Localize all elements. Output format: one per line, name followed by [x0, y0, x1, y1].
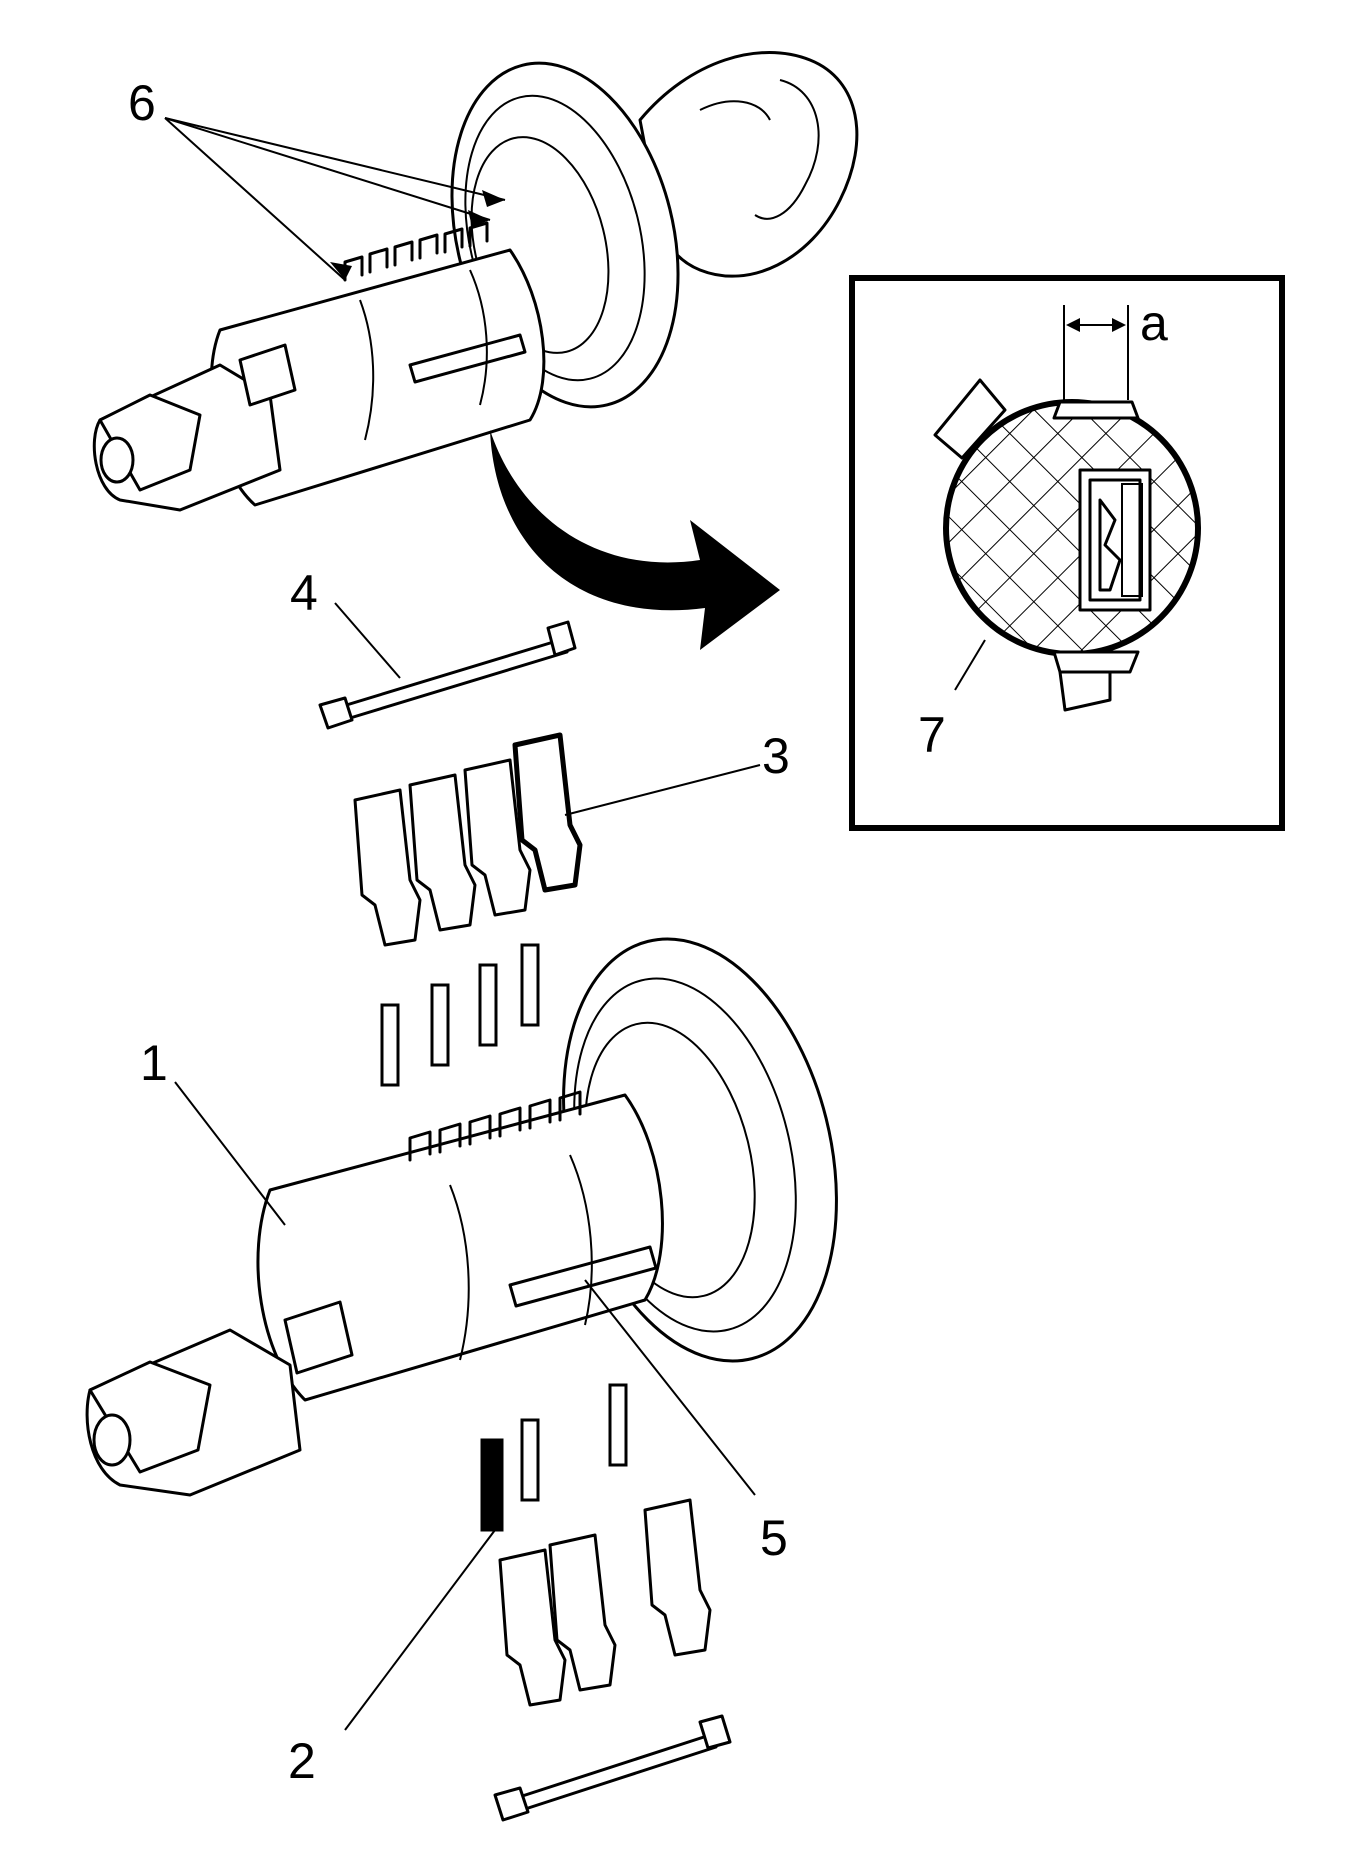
bottom-side-bar [508, 1245, 658, 1308]
callout-6-leaders [164, 117, 506, 281]
callout-6: 6 [128, 75, 156, 131]
bottom-wafer-slots [408, 1090, 582, 1162]
springs-top-set [380, 943, 540, 1087]
callout-3: 3 [762, 728, 790, 784]
bottom-cylinder-barrel [256, 1093, 664, 1402]
part-1-cylinder-body [85, 937, 838, 1497]
detail-top-tab [1052, 400, 1140, 420]
part-3-wafers [353, 732, 761, 947]
detail-curved-arrow [490, 430, 780, 650]
top-cylinder-assembly [92, 51, 859, 512]
callout-1: 1 [140, 1035, 168, 1091]
callout-a: a [1140, 295, 1168, 351]
detail-bottom-tab [1052, 650, 1140, 674]
bottom-retainer-bar [493, 1714, 732, 1822]
top-side-bar [408, 333, 527, 384]
callout-7: 7 [918, 707, 946, 763]
wafers-bottom-set [498, 1498, 712, 1707]
key-bow [638, 51, 859, 278]
detail-side-wafer [933, 378, 1007, 460]
detail-inset [849, 275, 1285, 831]
callout-5: 5 [760, 1510, 788, 1566]
part-4-retainer-bar [318, 602, 577, 730]
springs-bottom-set [344, 1383, 628, 1731]
callout-5-leader [584, 1279, 756, 1496]
callout-4: 4 [290, 565, 318, 621]
callout-2: 2 [288, 1733, 316, 1789]
